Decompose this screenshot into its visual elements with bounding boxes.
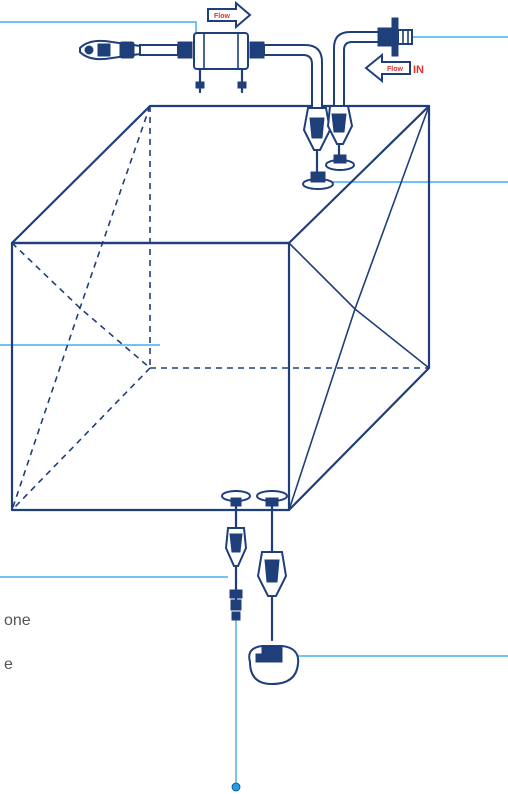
flow-arrow-in: Flow IN [364, 52, 424, 84]
cube-right-edge [287, 104, 431, 512]
tube-bend-right [263, 44, 323, 111]
top-port-right-base [333, 154, 347, 164]
bottom-right-connector-body [261, 645, 283, 663]
cube-hidden-bottom-left [11, 367, 151, 511]
cube-left-diagonal [11, 105, 151, 511]
vent-clamp [119, 41, 135, 59]
top-port-left-base [310, 171, 326, 183]
bottom-right-port [248, 490, 300, 686]
bottom-left-clamp-jaw [229, 533, 243, 553]
top-ports [302, 105, 355, 190]
tube-left [139, 44, 179, 56]
bottom-left-port [221, 490, 251, 621]
tube-left-fitting [177, 41, 193, 59]
top-port-left-clamp-jaw [309, 117, 325, 139]
vent-connector-body [97, 43, 111, 57]
flow-arrow-in-shape [364, 52, 411, 84]
leader-top-left [0, 21, 197, 34]
leader-lines [0, 21, 508, 792]
filter-leg-2-tip [237, 81, 247, 89]
side-text-e: e [4, 656, 13, 673]
leader-end-dot [231, 782, 241, 792]
top-port-right-clamp-jaw [331, 113, 347, 133]
bottom-left-fitting-3 [231, 611, 241, 621]
bottom-left-base [230, 497, 242, 507]
bottom-right-clamp-jaw [264, 559, 280, 583]
side-text-one: one [4, 612, 31, 629]
flow-arrow-in-label: Flow [387, 66, 403, 73]
cube-top-face [10, 104, 431, 245]
bottom-right-connector-cap [255, 653, 265, 663]
filter-housing [193, 32, 249, 70]
cube-left-fold [11, 242, 151, 369]
cube-right-diagonal [288, 105, 430, 511]
bottom-right-base [265, 497, 279, 507]
bag-cube [10, 104, 431, 512]
inlet-fitting [377, 27, 393, 47]
flow-arrow-top-shape [207, 0, 252, 30]
flow-arrow-top-label: Flow [214, 13, 230, 20]
filter-leg-1-tip [195, 81, 205, 89]
vent-connector-cap [84, 45, 94, 55]
top-filter-assembly [79, 32, 323, 111]
flow-in-text: IN [413, 64, 424, 76]
cube-right-fold [288, 242, 430, 369]
bottom-left-fitting-2 [230, 599, 242, 611]
tube-right-fitting [249, 41, 265, 59]
top-inlet-assembly [333, 17, 413, 111]
bottom-left-fitting-1 [229, 589, 243, 599]
flow-arrow-top: Flow [207, 0, 252, 30]
inlet-barb [397, 29, 413, 45]
